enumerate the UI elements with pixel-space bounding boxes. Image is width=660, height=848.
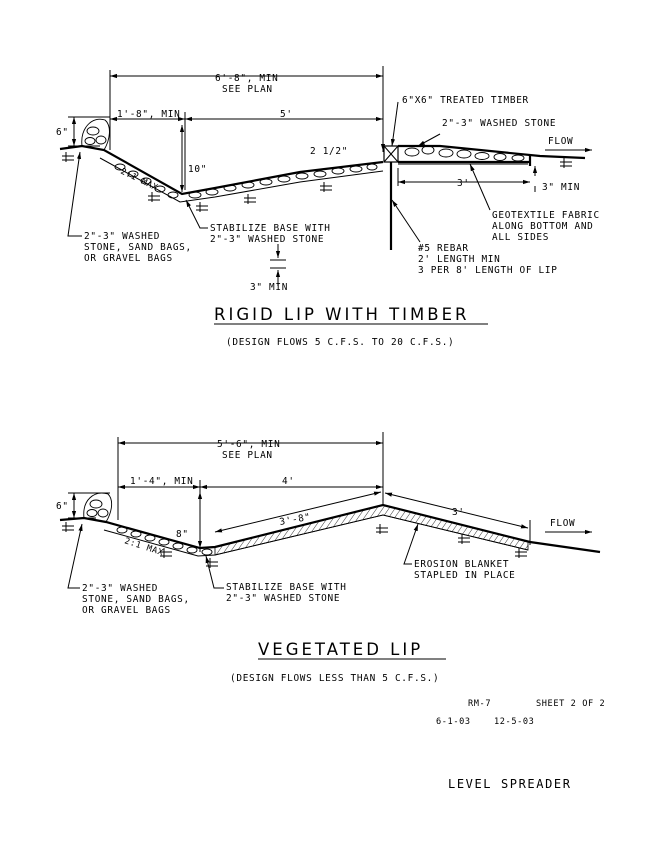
ground-hatching — [62, 152, 332, 212]
depth-dimension: 8" — [176, 529, 189, 540]
erosion-blanket — [214, 504, 529, 556]
overall-dimension: 5'-6", MIN — [217, 439, 280, 450]
flow-label: FLOW — [550, 518, 575, 529]
stabilize-line-2: 2"-3" WASHED STONE — [226, 593, 340, 604]
erosion-line-2: STAPLED IN PLACE — [414, 570, 516, 581]
title-block: RM-7 SHEET 2 OF 2 6-1-03 12-5-03 LEVEL S… — [436, 699, 605, 791]
flow-label: FLOW — [548, 136, 573, 147]
stone-bags-line-1: 2"-3" WASHED — [82, 583, 158, 594]
stone-bags-line-3: OR GRAVEL BAGS — [82, 605, 171, 616]
slope-label: 2:1 MAX — [123, 536, 165, 558]
date-original: 6-1-03 — [436, 717, 471, 727]
stabilize-line-2: 2"-3" WASHED STONE — [210, 234, 324, 245]
stone-layer — [116, 526, 213, 556]
apron-stones — [404, 145, 525, 162]
rigid-lip-subtitle: (DESIGN FLOWS 5 C.F.S. TO 20 C.F.S.) — [226, 337, 454, 348]
tail-length: 3' — [452, 507, 465, 518]
rigid-lip-title: RIGID LIP WITH TIMBER — [214, 305, 470, 324]
rebar-line-2: 2' LENGTH MIN — [418, 254, 500, 265]
rise-dimension: 2 1/2" — [310, 146, 348, 157]
timber-callout: 6"X6" TREATED TIMBER — [402, 95, 529, 106]
left-height-dimension: 6" — [56, 501, 69, 512]
date-revised: 12-5-03 — [494, 717, 534, 727]
apron-length: 3' — [457, 178, 470, 189]
erosion-line-1: EROSION BLANKET — [414, 559, 509, 570]
left-dimension: 1'-8", MIN — [117, 109, 180, 120]
left-height-dimension: 6" — [56, 127, 69, 138]
base-depth: 3" MIN — [250, 282, 288, 293]
stabilize-line-1: STABILIZE BASE WITH — [226, 582, 347, 593]
geotextile-line-1: GEOTEXTILE FABRIC — [492, 210, 600, 221]
geotextile-line-3: ALL SIDES — [492, 232, 549, 243]
right-dimension: 4' — [282, 476, 295, 487]
stabilize-line-1: STABILIZE BASE WITH — [210, 223, 331, 234]
washed-stone-callout: 2"-3" WASHED STONE — [442, 118, 556, 129]
depth-dimension: 10" — [188, 164, 207, 175]
see-plan-label: SEE PLAN — [222, 84, 273, 95]
geotextile-line-2: ALONG BOTTOM AND — [492, 221, 594, 232]
apron-depth: 3" MIN — [542, 182, 580, 193]
left-dimension: 1'-4", MIN — [130, 476, 193, 487]
drawing-code: RM-7 — [468, 699, 491, 709]
see-plan-label: SEE PLAN — [222, 450, 273, 461]
vegetated-lip-title: VEGETATED LIP — [258, 640, 423, 659]
rebar-line-1: #5 REBAR — [418, 243, 469, 254]
stone-layer — [114, 163, 378, 199]
stone-bags-line-2: STONE, SAND BAGS, — [82, 594, 190, 605]
drawing-title: LEVEL SPREADER — [448, 777, 572, 791]
vegetated-lip-subtitle: (DESIGN FLOWS LESS THAN 5 C.F.S.) — [230, 673, 439, 684]
rebar-line-3: 3 PER 8' LENGTH OF LIP — [418, 265, 558, 276]
sheet-number: SHEET 2 OF 2 — [536, 699, 605, 709]
slope-length: 3'-8" — [279, 512, 312, 528]
stone-bags-line-1: 2"-3" WASHED — [84, 231, 160, 242]
stone-bags-line-2: STONE, SAND BAGS, — [84, 242, 192, 253]
stone-bags-line-3: OR GRAVEL BAGS — [84, 253, 173, 264]
overall-dimension: 6'-8", MIN — [215, 73, 278, 84]
rigid-lip-detail: 6'-8", MIN SEE PLAN 1'-8", MIN 5' 6" — [56, 66, 600, 348]
right-dimension: 5' — [280, 109, 293, 120]
vegetated-lip-detail: 5'-6", MIN SEE PLAN 1'-4", MIN 4' 6" — [56, 432, 601, 684]
